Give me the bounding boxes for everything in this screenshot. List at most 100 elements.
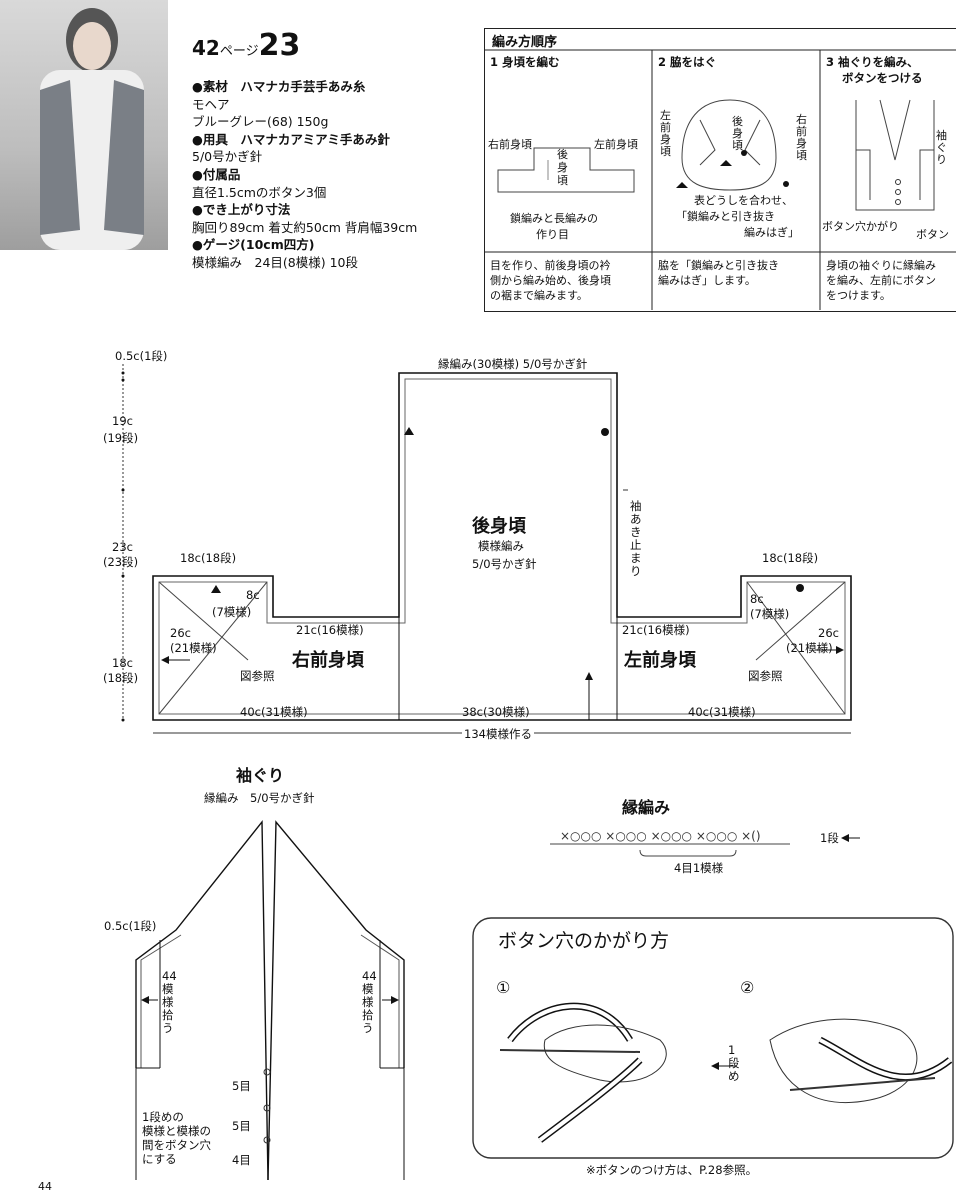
- right-front-c2b: (21模様): [170, 641, 217, 655]
- back-stitch: 模様編み: [478, 539, 524, 553]
- step2-desc-line: 脇を「鎖編みと引き抜き: [658, 259, 779, 272]
- gap-3: 4目: [232, 1153, 251, 1167]
- gap-1: 5目: [232, 1079, 251, 1093]
- step3-sleeve: 袖ぐり: [936, 129, 947, 166]
- left-front-inner: 21c(16模様): [622, 623, 690, 637]
- dim-23-rows: (23段): [103, 555, 139, 569]
- right-front-top: 18c(18段): [180, 551, 237, 565]
- model-photo-shape: [40, 8, 144, 250]
- step1-desc-line: の裾まで編みます。: [490, 289, 588, 302]
- spec-heading: ●ゲージ: [192, 237, 241, 253]
- page-suffix: ページ: [219, 44, 259, 59]
- sleeve-stop-label: 袖あき止まり: [630, 499, 642, 578]
- spec-row: ●用具 ハマナカアミアミ手あみ針: [192, 131, 482, 149]
- pick-char: 模: [162, 982, 174, 996]
- back-label: 後身頃: [472, 516, 526, 537]
- step2-left-front: 左前身頃: [660, 109, 671, 158]
- spec-value: ハマナカ手芸手あみ糸: [227, 79, 366, 94]
- pick-char: 様: [162, 995, 174, 1009]
- total-cast-on: 134模様作る: [462, 726, 534, 742]
- spec-row: 胸回り89cm 着丈約50cm 背肩幅39cm: [192, 219, 418, 235]
- armhole-title: 袖ぐり: [236, 766, 285, 785]
- pick-char: 44: [362, 969, 377, 983]
- buttonhole-step2: ②: [740, 978, 755, 997]
- step3-buttonhole: ボタン穴かがり: [822, 220, 899, 233]
- model-photo: [0, 0, 168, 250]
- pick-char: 拾: [362, 1008, 374, 1022]
- left-front-c1b: (7模様): [750, 607, 790, 621]
- center-bottom: 38c(30模様): [462, 705, 530, 719]
- page-number: 44: [38, 1180, 52, 1193]
- knitting-order-box: [484, 28, 956, 312]
- spec-heading: ●でき上がり寸法: [192, 202, 291, 218]
- spec-row: 直径1.5cmのボタン3個: [192, 184, 327, 200]
- step2-back: 後身頃: [732, 115, 743, 152]
- step1-note2: 作り目: [536, 228, 569, 241]
- row-note-char: め: [728, 1069, 740, 1083]
- spec-row: ●ゲージ(10cm四方): [192, 236, 482, 254]
- gap-2: 5目: [232, 1119, 251, 1133]
- pick-char: 拾: [162, 1008, 174, 1022]
- spec-list: ●素材 ハマナカ手芸手あみ糸モヘアブルーグレー(68) 150g●用具 ハマナカ…: [192, 78, 482, 272]
- spec-value: (10cm四方): [240, 237, 315, 253]
- left-front-label: 左前身頃: [624, 650, 696, 671]
- edging-row: 1段: [820, 831, 839, 845]
- top-edge-label: 縁編み(30模様) 5/0号かぎ針: [438, 357, 588, 371]
- left-front-c2: 26c: [818, 626, 839, 640]
- dim-18c: 18c: [112, 656, 133, 670]
- buttonhole-footnote: ※ボタンのつけ方は、P.28参照。: [586, 1163, 758, 1177]
- step3-button: ボタン: [916, 228, 949, 241]
- step3-desc-line: を編み、左前にボタン: [826, 274, 936, 287]
- step1-left-front: 左前身頃: [594, 138, 638, 151]
- dim-18-rows: (18段): [103, 671, 139, 685]
- dim-19c: 19c: [112, 414, 133, 428]
- spec-row: 5/0号かぎ針: [192, 149, 263, 165]
- armhole-note: 1段めの模様と模様の間をボタン穴にする: [142, 1110, 211, 1166]
- step1-desc-line: 側から編み始め、後身頃: [490, 274, 611, 287]
- spec-heading: ●素材: [192, 79, 228, 94]
- right-front-c1: 8c: [246, 588, 260, 602]
- step2-desc: 脇を「鎖編みと引き抜き 編みはぎ」します。: [658, 258, 779, 288]
- order-title: 編み方順序: [492, 35, 558, 50]
- armhole-sub: 縁編み 5/0号かぎ針: [204, 791, 315, 805]
- armhole-dim: 0.5c(1段): [104, 919, 157, 933]
- row-note-char: 段: [728, 1056, 740, 1070]
- left-front-ref: 図参照: [748, 669, 783, 683]
- pattern-number: 23: [258, 28, 301, 63]
- step1-note1: 鎖編みと長編みの: [510, 212, 598, 225]
- step2-right-front: 右前身頃: [796, 113, 807, 162]
- left-front-top: 18c(18段): [762, 551, 819, 565]
- step3-desc: 身頃の袖ぐりに縁編み を編み、左前にボタン をつけます。: [826, 258, 936, 303]
- pick-char: う: [162, 1021, 174, 1035]
- left-front-c2b: (21模様): [786, 641, 833, 655]
- step3-desc-line: をつけます。: [826, 289, 891, 302]
- spec-row: ブルーグレー(68) 150g: [192, 114, 329, 130]
- step2-note2: 「鎖編みと引き抜き: [676, 210, 775, 223]
- right-front-c1b: (7模様): [212, 605, 252, 619]
- pick-char: う: [362, 1021, 374, 1035]
- step1-desc-line: 目を作り、前後身頃の衿: [490, 259, 611, 272]
- spec-row: モヘア: [192, 96, 230, 112]
- step2-desc-line: 編みはぎ」します。: [658, 274, 756, 287]
- step2-label: 2 脇をはぐ: [658, 55, 717, 69]
- edging-repeat: 4目1模様: [674, 861, 724, 875]
- step2-note3: 編みはぎ」: [744, 226, 799, 239]
- step3-label-2: ボタンをつける: [842, 71, 923, 85]
- buttonhole-step1: ①: [496, 978, 511, 997]
- dim-19-rows: (19段): [103, 431, 139, 445]
- spec-heading: ●用具: [192, 131, 228, 147]
- armhole-note-line: にする: [142, 1152, 177, 1166]
- right-front-inner: 21c(16模様): [296, 623, 364, 637]
- edging-title: 縁編み: [622, 798, 671, 817]
- spec-heading: ●付属品: [192, 166, 241, 182]
- step1-right-front: 右前身頃: [488, 138, 532, 151]
- pick-char: 44: [162, 969, 177, 983]
- armhole-note-line: 模様と模様の: [142, 1124, 211, 1138]
- spec-row: 模様編み 24目(8模様) 10段: [192, 254, 358, 270]
- spec-row: ●でき上がり寸法: [192, 201, 482, 219]
- right-front-label: 右前身頃: [292, 650, 364, 671]
